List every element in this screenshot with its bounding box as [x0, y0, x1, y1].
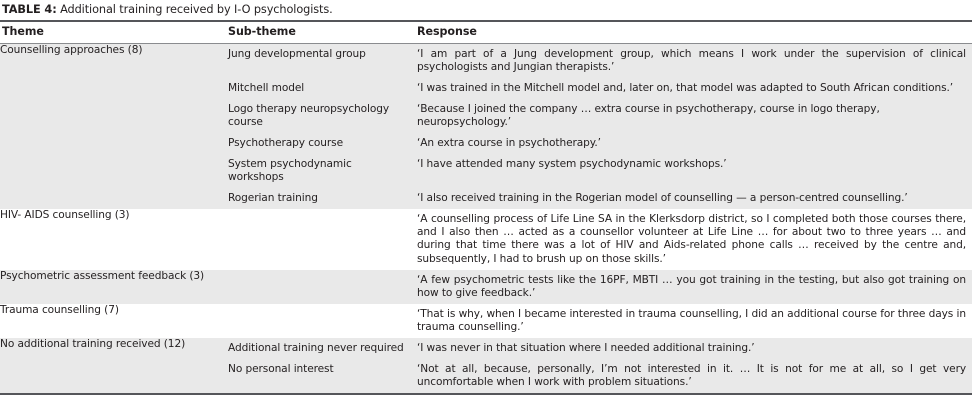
theme-cell: No additional training received (12) — [0, 338, 228, 393]
table-caption: TABLE 4: Additional training received by… — [0, 0, 972, 20]
response-text: ‘I also received training in the Rogeria… — [417, 192, 908, 204]
caption-text: Additional training received by I-O psyc… — [56, 3, 333, 16]
subtheme-text — [228, 304, 417, 338]
response-cell: ‘I am part of a Jung development group, … — [417, 44, 972, 209]
caption-label: TABLE 4: — [2, 3, 57, 16]
table-container: TABLE 4: Additional training received by… — [0, 0, 972, 395]
response-text: ‘Not at all, because, personally, I’m no… — [417, 363, 966, 389]
response-text: ‘I am part of a Jung development group, … — [417, 48, 966, 74]
subtheme-text — [228, 209, 417, 270]
table-row: No additional training received (12)Addi… — [0, 338, 972, 393]
response-text: ‘That is why, when I became interested i… — [417, 308, 966, 334]
table-top-rule — [0, 20, 972, 22]
subtheme-text: Psychotherapy course — [228, 137, 344, 149]
theme-cell: Psychometric assessment feedback (3) — [0, 270, 228, 304]
table-body: Counselling approaches (8)Jung developme… — [0, 44, 972, 393]
subtheme-text: System psychodynamic workshops — [228, 158, 352, 184]
column-header-subtheme: Sub-theme — [228, 25, 296, 38]
column-header-theme: Theme — [2, 25, 44, 38]
table-row: Psychometric assessment feedback (3) ‘A f… — [0, 270, 972, 304]
column-header-response: Response — [417, 25, 477, 38]
response-text: ‘I have attended many system psychodynam… — [417, 158, 727, 170]
subtheme-cell — [228, 270, 417, 304]
subtheme-text: Logo therapy neuropsychology course — [228, 103, 390, 129]
theme-cell: Counselling approaches (8) — [0, 44, 228, 209]
table-row: HIV- AIDS counselling (3) ‘A counselling … — [0, 209, 972, 270]
theme-cell: Trauma counselling (7) — [0, 304, 228, 338]
theme-cell: HIV- AIDS counselling (3) — [0, 209, 228, 270]
response-cell: ‘I was never in that situation where I n… — [417, 338, 972, 393]
response-text: ‘A counselling process of Life Line SA i… — [417, 213, 966, 265]
subtheme-text — [228, 270, 417, 304]
subtheme-cell: Additional training never required No per… — [228, 338, 417, 393]
subtheme-text: Mitchell model — [228, 82, 305, 94]
subtheme-text: Jung developmental group — [228, 48, 366, 60]
response-text: ‘Because I joined the company … extra co… — [417, 103, 880, 129]
response-text: ‘A few psychometric tests like the 16PF,… — [417, 274, 966, 300]
table-header-row: Theme Sub-theme Response — [0, 22, 972, 43]
table-bottom-rule — [0, 393, 972, 395]
subtheme-text: Additional training never required — [228, 342, 404, 354]
response-cell: ‘A few psychometric tests like the 16PF,… — [417, 270, 972, 304]
subtheme-text: No personal interest — [228, 363, 334, 375]
response-cell: ‘That is why, when I became interested i… — [417, 304, 972, 338]
response-text: ‘I was never in that situation where I n… — [417, 342, 755, 354]
data-table: Theme Sub-theme Response — [0, 22, 972, 43]
table-row: Trauma counselling (7) ‘That is why, when… — [0, 304, 972, 338]
subtheme-text: Rogerian training — [228, 192, 318, 204]
header-bottom-rule — [0, 43, 972, 44]
response-text: ‘An extra course in psychotherapy.’ — [417, 137, 601, 149]
response-cell: ‘A counselling process of Life Line SA i… — [417, 209, 972, 270]
subtheme-cell — [228, 209, 417, 270]
table-row: Counselling approaches (8)Jung developme… — [0, 44, 972, 209]
response-text: ‘I was trained in the Mitchell model and… — [417, 82, 954, 94]
subtheme-cell — [228, 304, 417, 338]
